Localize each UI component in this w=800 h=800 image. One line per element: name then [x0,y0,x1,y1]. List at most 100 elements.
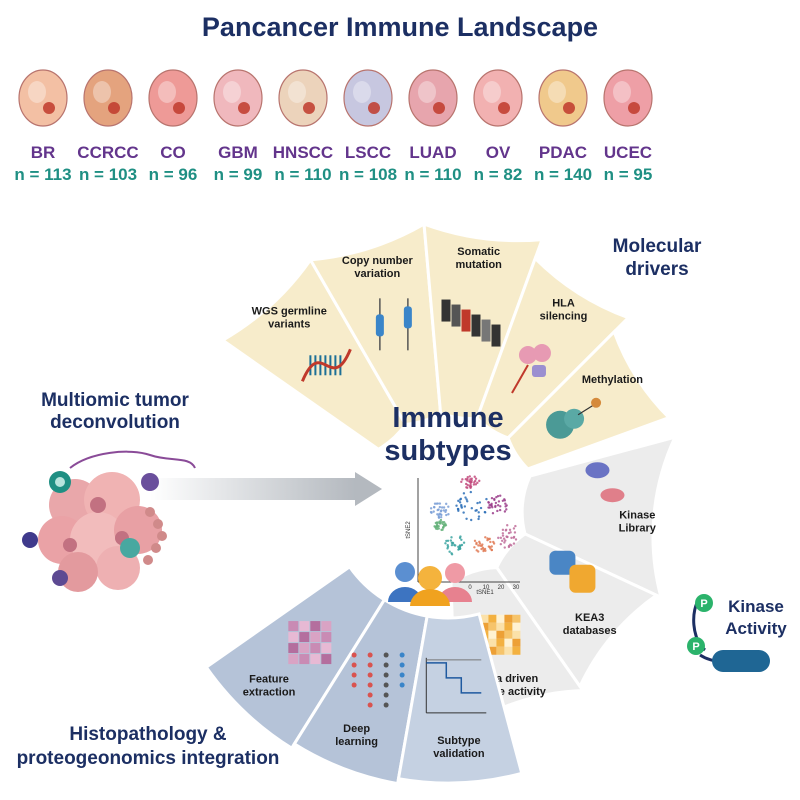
cancer-item: LUAD n = 110 [404,69,462,184]
patient-group-icon [388,562,472,606]
colon-icon [148,69,198,127]
cancer-sample-count: n = 103 [79,165,137,184]
segment-label: Library [619,523,657,535]
segment-label: learning [335,736,378,748]
segment-label: extraction [243,687,296,699]
multiomic-label-line1: Multiomic tumor [41,390,189,411]
neural-network-icon [351,652,405,708]
segment-label: Somatic [457,246,500,258]
cancer-item: CCRCC n = 103 [77,69,139,184]
segment-label: databases [563,625,617,637]
kinase-activity-icon: P P [687,594,770,672]
segment-label: KEA3 [575,612,604,624]
survival-curve-icon [425,657,487,714]
segment-label: Feature [249,674,289,686]
histopathology-label-line1: Histopathology & [69,724,227,745]
cancer-sample-count: n = 140 [534,165,592,184]
methylated-dna-icon [546,397,602,439]
cancer-item: GBM n = 99 [213,69,263,184]
center-label-line1: Immune [392,402,503,434]
molecular-sector [506,329,672,471]
segment-label: validation [433,748,485,760]
deconvolution-arrow [150,472,382,506]
tsne-xlabel: tSNE1 [476,590,494,596]
dna-helix-icon [301,348,352,382]
chromosome-icon [375,298,412,351]
cancer-sample-count: n = 95 [604,165,653,184]
molecular-drivers-label-line2: drivers [625,259,688,280]
hla-molecule-icon [511,344,551,394]
segment-label: WGS germline [252,306,327,318]
cancer-item: OV n = 82 [473,69,523,184]
phospho-label: P [692,641,699,653]
cancer-name: LUAD [409,143,456,162]
cancer-item: LSCC n = 108 [339,69,397,184]
segment-label: Methylation [582,374,643,386]
pancreas-icon [538,69,588,127]
cancer-sample-count: n = 110 [274,165,331,184]
ovary-icon [473,69,523,127]
cancer-sample-count: n = 108 [339,165,397,184]
tsne-tick: 0 [468,585,472,591]
head-neck-icon [278,69,328,127]
kidney-icon [83,69,133,127]
segment-label: silencing [540,311,588,323]
tsne-tick: 30 [513,585,520,591]
tsne-tick: 20 [498,585,505,591]
kinase-activity-label-line2: Activity [725,619,787,638]
histopathology-label-line2: proteogeonomics integration [17,748,280,769]
sequence-blocks-icon [441,299,501,347]
segment-label: variation [354,268,400,280]
molecular-drivers-label-line1: Molecular [613,236,702,257]
cancer-sample-count: n = 110 [404,165,461,184]
cancer-item: HNSCC n = 110 [273,69,333,184]
segment-label: Deep [343,723,370,735]
page-title: Pancancer Immune Landscape [202,12,598,42]
lung-squamous-icon [343,69,393,127]
kinase-activity-label-line1: Kinase [728,597,784,616]
cancer-sample-count: n = 99 [214,165,263,184]
segment-label: variants [268,319,310,331]
cancer-name: BR [31,143,56,162]
cancer-name: CCRCC [77,143,138,162]
histology-tiles-icon [288,621,332,665]
tsne-ylabel: tSNE2 [406,521,412,539]
center-label-line2: subtypes [384,435,511,467]
cancer-name: GBM [218,143,258,162]
brain-icon [213,69,263,127]
kinase-sector [520,434,678,601]
tsne-tick: 10 [483,585,490,591]
cancer-sample-count: n = 96 [149,165,198,184]
segment-label: mutation [455,259,502,271]
cancer-sample-count: n = 82 [474,165,523,184]
cancer-name: PDAC [539,143,587,162]
cancer-name: LSCC [345,143,391,162]
breast-icon [18,69,68,127]
histopathology-sector [292,597,429,786]
lung-adeno-icon [408,69,458,127]
segment-label: Subtype [437,735,480,747]
cancer-name: OV [486,143,511,162]
cancer-sample-count: n = 113 [14,165,71,184]
molecular-segment: Methylation [506,329,672,471]
phospho-label: P [700,598,707,610]
molecular-sector [475,255,632,440]
segment-label: Kinase [619,510,655,522]
cancer-item: PDAC n = 140 [534,69,592,184]
segment-label: Copy number [342,255,414,267]
segment-label: HLA [552,298,575,310]
histopathology-sector [396,612,524,785]
database-icon [549,550,596,593]
cancer-name: HNSCC [273,143,333,162]
kinase-library-icon [585,462,625,503]
